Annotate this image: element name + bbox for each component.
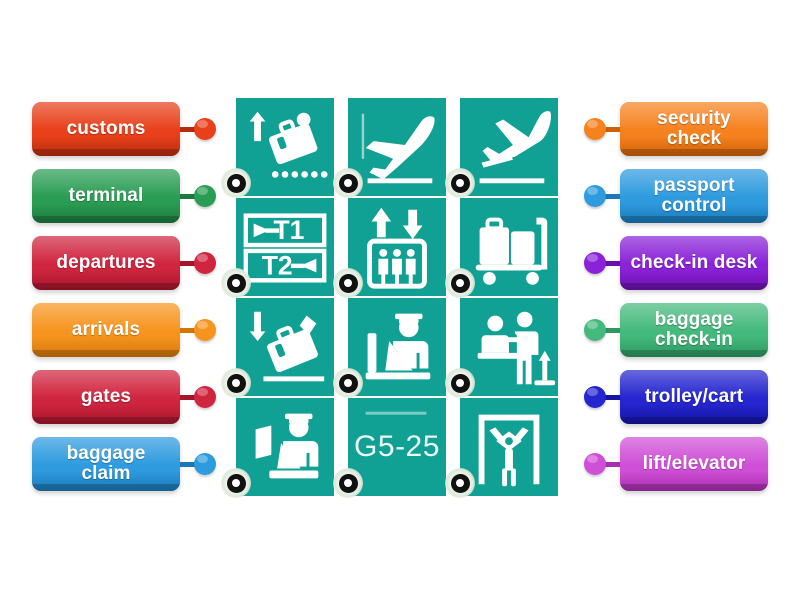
label-arrivals-text: arrivals <box>71 318 141 340</box>
terminal-sign[interactable]: T1 T2 <box>236 198 334 296</box>
label-passport-control-text: passport control <box>653 174 735 216</box>
label-passport-control-connector[interactable] <box>584 185 620 207</box>
trolley-cart-sign[interactable] <box>460 198 558 296</box>
passport-control-sign[interactable] <box>236 398 334 496</box>
connector-knob[interactable] <box>194 252 216 274</box>
connector-stem <box>180 462 198 467</box>
connector-knob[interactable] <box>584 185 606 207</box>
drop-target-ring <box>338 373 358 393</box>
connector-stem <box>602 127 620 132</box>
arrivals-sign[interactable] <box>460 98 558 196</box>
baggage-check-in-sign[interactable] <box>236 298 334 396</box>
label-baggage-claim-connector[interactable] <box>180 453 216 475</box>
check-in-desk-sign[interactable] <box>460 298 558 396</box>
label-terminal-connector[interactable] <box>180 185 216 207</box>
drop-target-ring <box>450 173 470 193</box>
label-gates-text: gates <box>80 385 132 407</box>
connector-stem <box>180 127 198 132</box>
baggage-check-in-sign-drop-target[interactable] <box>221 368 251 398</box>
drop-target-ring <box>226 373 246 393</box>
connector-stem <box>180 194 198 199</box>
drop-target-ring <box>338 473 358 493</box>
label-check-in-desk-connector[interactable] <box>584 252 620 274</box>
label-gates-connector[interactable] <box>180 386 216 408</box>
connector-knob[interactable] <box>194 185 216 207</box>
label-check-in-desk-text: check-in desk <box>630 251 758 273</box>
label-check-in-desk[interactable]: check-in desk <box>620 236 768 290</box>
drop-target-ring <box>450 373 470 393</box>
label-lift-elevator-connector[interactable] <box>584 453 620 475</box>
label-departures-text: departures <box>56 251 156 273</box>
trolley-cart-sign-drop-target[interactable] <box>445 268 475 298</box>
label-security-check[interactable]: security check <box>620 102 768 156</box>
label-baggage-check-in[interactable]: baggage check-in <box>620 303 768 357</box>
lift-elevator-sign-drop-target[interactable] <box>333 268 363 298</box>
terminal-sign-drop-target[interactable] <box>221 268 251 298</box>
connector-knob[interactable] <box>584 252 606 274</box>
gates-sign-text: G5-25 <box>354 430 440 463</box>
label-departures[interactable]: departures <box>32 236 180 290</box>
connector-stem <box>602 462 620 467</box>
label-customs-text: customs <box>66 117 146 139</box>
label-baggage-check-in-connector[interactable] <box>584 319 620 341</box>
connector-knob[interactable] <box>584 386 606 408</box>
label-gates[interactable]: gates <box>32 370 180 424</box>
connector-stem <box>180 261 198 266</box>
connector-stem <box>602 194 620 199</box>
connector-knob[interactable] <box>194 319 216 341</box>
label-trolley-cart-connector[interactable] <box>584 386 620 408</box>
check-in-desk-sign-drop-target[interactable] <box>445 368 475 398</box>
drop-target-ring <box>226 173 246 193</box>
label-customs-connector[interactable] <box>180 118 216 140</box>
connector-stem <box>180 395 198 400</box>
connector-knob[interactable] <box>584 319 606 341</box>
label-trolley-cart-text: trolley/cart <box>644 385 744 407</box>
departures-sign[interactable] <box>348 98 446 196</box>
connector-knob[interactable] <box>194 118 216 140</box>
gates-sign[interactable]: G5-25 <box>348 398 446 496</box>
connector-knob[interactable] <box>584 453 606 475</box>
label-baggage-check-in-text: baggage check-in <box>654 308 734 350</box>
drop-target-ring <box>450 273 470 293</box>
label-lift-elevator[interactable]: lift/elevator <box>620 437 768 491</box>
label-baggage-claim[interactable]: baggage claim <box>32 437 180 491</box>
label-departures-connector[interactable] <box>180 252 216 274</box>
gates-sign-drop-target[interactable] <box>333 468 363 498</box>
label-lift-elevator-text: lift/elevator <box>642 452 746 474</box>
drop-target-ring <box>226 273 246 293</box>
connector-stem <box>180 328 198 333</box>
drop-target-ring <box>226 473 246 493</box>
drop-target-ring <box>338 273 358 293</box>
arrivals-sign-drop-target[interactable] <box>445 168 475 198</box>
customs-sign-drop-target[interactable] <box>445 468 475 498</box>
security-check-sign-drop-target[interactable] <box>333 368 363 398</box>
passport-control-sign-drop-target[interactable] <box>221 468 251 498</box>
label-security-check-text: security check <box>657 107 731 149</box>
label-terminal[interactable]: terminal <box>32 169 180 223</box>
label-customs[interactable]: customs <box>32 102 180 156</box>
connector-knob[interactable] <box>194 386 216 408</box>
departures-sign-drop-target[interactable] <box>333 168 363 198</box>
svg-text:T1: T1 <box>273 215 304 245</box>
drop-target-ring <box>450 473 470 493</box>
connector-stem <box>602 261 620 266</box>
baggage-claim-sign[interactable] <box>236 98 334 196</box>
security-check-sign[interactable] <box>348 298 446 396</box>
lift-elevator-sign[interactable] <box>348 198 446 296</box>
baggage-claim-sign-drop-target[interactable] <box>221 168 251 198</box>
label-arrivals-connector[interactable] <box>180 319 216 341</box>
label-baggage-claim-text: baggage claim <box>66 442 146 484</box>
label-arrivals[interactable]: arrivals <box>32 303 180 357</box>
svg-text:T2: T2 <box>262 250 293 280</box>
label-security-check-connector[interactable] <box>584 118 620 140</box>
label-passport-control[interactable]: passport control <box>620 169 768 223</box>
label-trolley-cart[interactable]: trolley/cart <box>620 370 768 424</box>
customs-sign[interactable] <box>460 398 558 496</box>
drop-target-ring <box>338 173 358 193</box>
label-terminal-text: terminal <box>68 184 144 206</box>
connector-knob[interactable] <box>584 118 606 140</box>
connector-stem <box>602 395 620 400</box>
connector-knob[interactable] <box>194 453 216 475</box>
connector-stem <box>602 328 620 333</box>
